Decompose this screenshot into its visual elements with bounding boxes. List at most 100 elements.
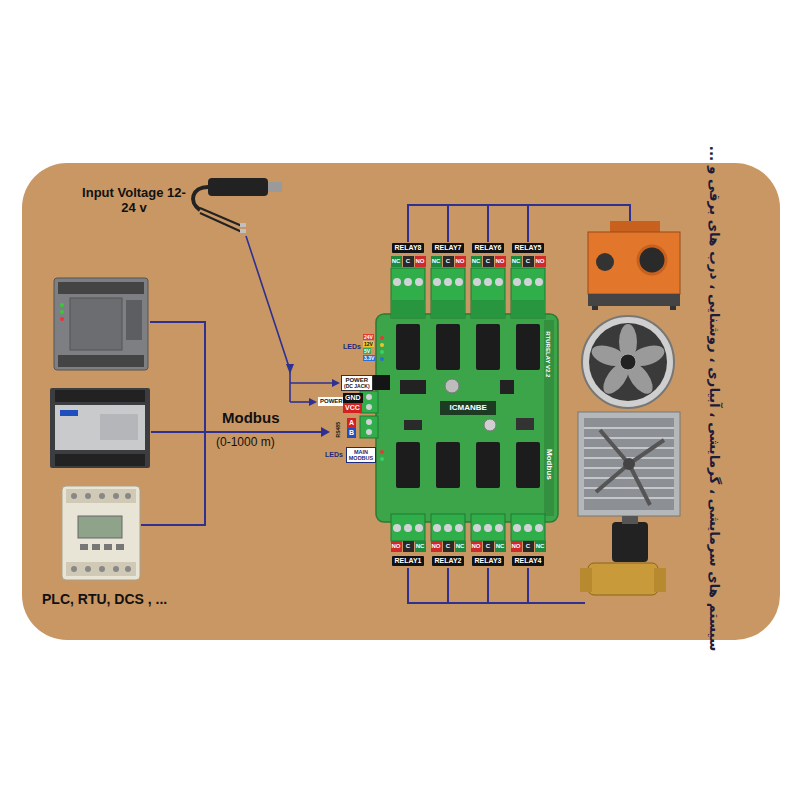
controller-label: PLC, RTU, DCS , ... bbox=[42, 591, 167, 607]
dc-jack bbox=[370, 375, 390, 390]
relay-component-part bbox=[516, 442, 540, 488]
plc-device-part bbox=[126, 300, 142, 340]
dc-jack-cable-part bbox=[208, 178, 268, 196]
dc-jack-cable-part bbox=[193, 187, 208, 210]
tag-text: NO bbox=[512, 543, 521, 550]
tag-text: C bbox=[404, 258, 413, 265]
power-wire-part bbox=[246, 236, 290, 402]
terminal-block-part bbox=[404, 278, 412, 286]
tag-text: NO bbox=[536, 258, 545, 265]
arrow-head-part bbox=[321, 427, 330, 437]
plc-device-part bbox=[55, 454, 145, 466]
board-component-part bbox=[380, 357, 384, 361]
plc-device-part bbox=[54, 278, 148, 370]
plc-device-part bbox=[80, 544, 88, 550]
power-wire-part bbox=[290, 382, 334, 384]
terminal-block bbox=[360, 268, 545, 541]
plc-device-part bbox=[113, 566, 119, 572]
tag-text: RELAY1 bbox=[395, 557, 422, 565]
plc-device-part bbox=[71, 493, 77, 499]
terminal-block-part bbox=[471, 268, 505, 318]
relay-tag: RELAY6 bbox=[472, 243, 505, 253]
power-tag: POWER(DC JACK) bbox=[341, 375, 373, 391]
heater-device bbox=[588, 221, 680, 310]
power-wire bbox=[246, 236, 334, 402]
tag-text: C bbox=[444, 543, 453, 550]
terminal-block-part bbox=[431, 268, 465, 318]
power-tag: POWER bbox=[318, 397, 345, 406]
tag-text: NC bbox=[512, 258, 521, 265]
tag-text: NC bbox=[496, 543, 505, 550]
plc-device bbox=[62, 486, 140, 580]
board-component-part bbox=[380, 343, 384, 347]
plc-device-part bbox=[60, 303, 64, 307]
bus-label-box: Modbus bbox=[222, 409, 280, 426]
application-label: سیستم های سرمایشی ، گرمایشی ، آبیاری ، ر… bbox=[707, 144, 723, 651]
dc-jack-cable-part bbox=[268, 182, 282, 192]
tag-text: NC bbox=[392, 258, 401, 265]
terminal-block-part bbox=[393, 278, 401, 286]
tag-text: (DC JACK) bbox=[344, 384, 370, 390]
plc-device-part bbox=[125, 566, 131, 572]
solenoid-valve-part bbox=[580, 568, 592, 592]
relay-tag: RELAY3 bbox=[472, 556, 505, 566]
relay-tag: RELAY4 bbox=[512, 556, 545, 566]
plc-device-part bbox=[66, 562, 136, 576]
terminal-block-part bbox=[366, 429, 372, 435]
relay-wire-part bbox=[487, 568, 489, 603]
terminal-block-part bbox=[391, 300, 425, 318]
modbus-wire-part bbox=[141, 322, 205, 525]
led-value-box: 24V bbox=[363, 334, 374, 340]
relay-component-part bbox=[476, 442, 500, 488]
board-component-part bbox=[484, 419, 496, 431]
relay-component-part bbox=[516, 324, 540, 370]
plc-device bbox=[54, 278, 148, 370]
tag-text: RELAY8 bbox=[395, 244, 422, 252]
contact-tag: NO bbox=[535, 256, 546, 267]
terminal-block-part bbox=[471, 300, 505, 318]
board-component-part bbox=[380, 457, 384, 461]
terminal-block-part bbox=[391, 268, 425, 318]
contact-tag: C bbox=[403, 541, 414, 552]
plc-device-part bbox=[55, 405, 145, 450]
relay-tag: RELAY1 bbox=[392, 556, 425, 566]
contact-tag: C bbox=[443, 541, 454, 552]
contact-tag: NO bbox=[391, 541, 402, 552]
terminal-block-part bbox=[495, 278, 503, 286]
terminal-block-part bbox=[484, 278, 492, 286]
tag-text: NC bbox=[536, 543, 545, 550]
contact-tag: C bbox=[403, 256, 414, 267]
terminal-block-part bbox=[535, 278, 543, 286]
board-component-part bbox=[380, 350, 384, 354]
terminal-block-part bbox=[535, 524, 543, 532]
led-tag: MAIN MODBUS bbox=[346, 447, 376, 463]
plc-device bbox=[50, 388, 150, 468]
contact-tag: C bbox=[523, 541, 534, 552]
plc-device-part bbox=[113, 493, 119, 499]
arrow-head-part bbox=[332, 379, 340, 387]
terminal-block-part bbox=[484, 524, 492, 532]
tag-text: NC bbox=[472, 258, 481, 265]
terminal-block-part bbox=[473, 524, 481, 532]
exhaust-fan-device-part bbox=[578, 412, 680, 516]
controller-label-box: PLC, RTU, DCS , ... bbox=[42, 591, 167, 607]
tag-text: RELAY3 bbox=[475, 557, 502, 565]
terminal-block-part bbox=[433, 524, 441, 532]
relay-component-part bbox=[436, 442, 460, 488]
pcb-board bbox=[376, 314, 558, 522]
arrow-head-part bbox=[309, 398, 317, 406]
fan-device-part bbox=[582, 316, 674, 408]
board-component-part bbox=[380, 450, 384, 454]
terminal-block-part bbox=[473, 278, 481, 286]
heater-device-part bbox=[670, 306, 676, 310]
gnd-tag: GND bbox=[343, 393, 363, 403]
tag-text: NO bbox=[472, 543, 481, 550]
contact-tag: NC bbox=[431, 256, 442, 267]
tag-text: NC bbox=[456, 543, 465, 550]
leds-label: LEDs bbox=[343, 343, 361, 351]
led-value: 24V bbox=[363, 334, 374, 340]
tag-text: RELAY2 bbox=[435, 557, 462, 565]
contact-tag: C bbox=[523, 256, 534, 267]
contact-tag: NC bbox=[495, 541, 506, 552]
terminal-block-part bbox=[511, 514, 545, 541]
